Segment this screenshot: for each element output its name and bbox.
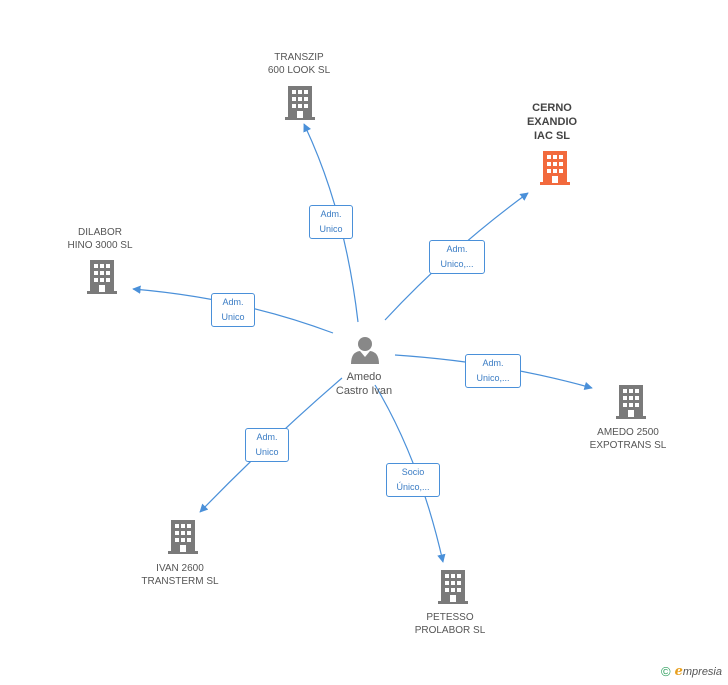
company-label-cerno[interactable]: CERNO EXANDIO IAC SL bbox=[527, 101, 577, 143]
company-name-line1: IVAN 2600 bbox=[156, 563, 204, 574]
person-icon[interactable] bbox=[350, 335, 380, 365]
building-icon[interactable] bbox=[285, 86, 315, 120]
company-name-line2: 600 LOOK SL bbox=[267, 65, 331, 76]
company-name-line1: AMEDO 2500 bbox=[597, 427, 659, 438]
building-icon[interactable] bbox=[87, 260, 117, 294]
edge-label-amedo2500[interactable]: Adm. Unico,... bbox=[465, 354, 521, 388]
role-line1: Adm. bbox=[256, 432, 278, 442]
building-icon[interactable] bbox=[438, 570, 468, 604]
company-label-ivan2600[interactable]: IVAN 2600 TRANSTERM SL bbox=[141, 562, 218, 588]
role-line1: Adm. bbox=[320, 209, 342, 219]
brand-name: mpresia bbox=[682, 666, 722, 678]
role-line1: Adm. bbox=[446, 244, 468, 254]
role-line1: Adm. bbox=[222, 297, 244, 307]
edge-label-ivan2600[interactable]: Adm. Unico bbox=[245, 428, 289, 462]
company-name-line2: EXPOTRANS SL bbox=[589, 440, 667, 451]
edge-label-petesso[interactable]: Socio Único,... bbox=[386, 463, 440, 497]
building-highlight-icon[interactable] bbox=[540, 151, 570, 185]
company-label-transzip[interactable]: TRANSZIP 600 LOOK SL bbox=[268, 51, 330, 77]
center-person-name[interactable]: Amedo Castro Ivan bbox=[336, 370, 392, 398]
brand-footer[interactable]: ©empresia bbox=[661, 664, 722, 679]
role-line2: Unico,... bbox=[476, 373, 510, 383]
company-label-dilabor[interactable]: DILABOR HINO 3000 SL bbox=[67, 226, 132, 252]
building-icon[interactable] bbox=[616, 385, 646, 419]
company-name-line2: TRANSTERM SL bbox=[141, 576, 219, 587]
company-name-line1: DILABOR bbox=[78, 227, 122, 238]
company-name-line1: PETESSO bbox=[426, 612, 474, 623]
copyright-icon: © bbox=[661, 664, 671, 679]
company-name-line1: CERNO bbox=[532, 102, 572, 114]
company-name-line2: HINO 3000 SL bbox=[67, 240, 133, 251]
company-name-line2: EXANDIO bbox=[526, 116, 578, 128]
role-line2: Único,... bbox=[396, 482, 430, 492]
role-line1: Adm. bbox=[482, 358, 504, 368]
center-name-line1: Amedo bbox=[346, 371, 382, 383]
edge-label-transzip[interactable]: Adm. Unico bbox=[309, 205, 353, 239]
brand-logo-letter: e bbox=[674, 664, 683, 679]
building-icon[interactable] bbox=[168, 520, 198, 554]
company-name-line2: PROLABOR SL bbox=[414, 625, 486, 636]
edge-label-dilabor[interactable]: Adm. Unico bbox=[211, 293, 255, 327]
role-line2: Unico,... bbox=[440, 259, 474, 269]
company-label-petesso[interactable]: PETESSO PROLABOR SL bbox=[415, 611, 486, 637]
company-label-amedo2500[interactable]: AMEDO 2500 EXPOTRANS SL bbox=[590, 426, 667, 452]
company-name-line3: IAC SL bbox=[533, 130, 571, 142]
role-line2: Unico bbox=[221, 312, 245, 322]
edge-label-cerno[interactable]: Adm. Unico,... bbox=[429, 240, 485, 274]
role-line1: Socio bbox=[401, 467, 425, 477]
center-name-line2: Castro Ivan bbox=[335, 385, 393, 397]
role-line2: Unico bbox=[255, 447, 279, 457]
company-name-line1: TRANSZIP bbox=[274, 52, 324, 63]
role-line2: Unico bbox=[319, 224, 343, 234]
